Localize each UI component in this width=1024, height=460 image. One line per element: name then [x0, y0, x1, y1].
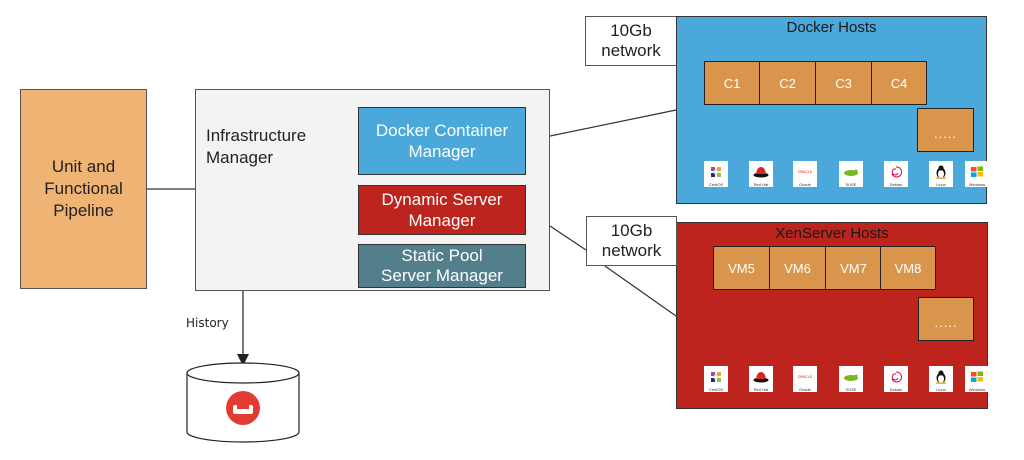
more-vms-slot: ..... — [918, 297, 974, 341]
os-logo-suse: SUSE — [839, 161, 863, 187]
os-logo-label: SUSE — [845, 182, 857, 187]
os-logo-linux: Linux — [929, 161, 953, 187]
infrastructure-manager-title: Infrastructure Manager — [206, 126, 307, 167]
oracle-logo-icon: ORACLE — [793, 161, 817, 182]
dynamic-server-manager-label: Dynamic Server Manager — [381, 190, 503, 230]
os-logo-label: Red Hat — [753, 182, 769, 187]
os-logo-windows: Windows — [965, 161, 989, 187]
centos-logo-icon — [704, 366, 728, 387]
oracle-logo-icon: ORACLE — [793, 366, 817, 387]
pipeline-label: Unit and Functional Pipeline — [44, 157, 123, 220]
vm-slot: VM8 — [880, 246, 936, 290]
vm-slot: VM5 — [713, 246, 770, 290]
os-logo-label: Debian — [889, 182, 903, 187]
os-logo-label: CentOS — [708, 387, 724, 392]
vm-slot: VM6 — [769, 246, 826, 290]
debian-logo-icon — [884, 161, 908, 182]
xenserver-hosts-box: XenServer Hosts VM5 VM6 VM7 VM8 ..... Ce… — [676, 222, 989, 409]
dynamic-server-manager-box: Dynamic Server Manager — [358, 185, 526, 235]
network-label-xenserver: 10Gb network — [586, 216, 677, 266]
container-slot: C3 — [815, 61, 872, 105]
container-slot: C1 — [704, 61, 760, 105]
os-logo-label: CentOS — [708, 182, 724, 187]
container-slot: C2 — [759, 61, 816, 105]
os-logo-oracle: ORACLE Oracle — [793, 161, 817, 187]
os-logo-label: SUSE — [845, 387, 857, 392]
os-logo-suse: SUSE — [839, 366, 863, 392]
network-label-text: 10Gb network — [601, 221, 662, 260]
static-pool-server-manager-label: Static Pool Server Manager — [381, 246, 503, 285]
os-logo-centos: CentOS — [704, 161, 728, 187]
redhat-logo-icon — [749, 366, 773, 387]
linux-tux-logo-icon — [929, 366, 953, 387]
static-pool-server-manager-box: Static Pool Server Manager — [358, 244, 526, 288]
docker-hosts-box: Docker Hosts C1 C2 C3 C4 ..... CentOS Red… — [676, 16, 989, 204]
more-containers-slot: ..... — [917, 108, 974, 152]
os-logo-linux: Linux — [929, 366, 953, 392]
os-logo-centos: CentOS — [704, 366, 728, 392]
network-label-text: 10Gb network — [601, 21, 661, 60]
svg-text:ORACLE: ORACLE — [798, 170, 813, 174]
couchbase-logo-icon — [226, 391, 260, 425]
os-logo-label: Red Hat — [753, 387, 769, 392]
svg-text:ORACLE: ORACLE — [798, 375, 813, 379]
debian-logo-icon — [884, 366, 908, 387]
docker-container-manager-label: Docker Container Manager — [375, 121, 509, 161]
history-database-cylinder — [186, 362, 300, 443]
os-logo-label: Linux — [936, 182, 946, 187]
network-label-docker: 10Gb network — [585, 16, 677, 66]
vm-slot: VM7 — [825, 246, 882, 290]
os-logo-windows: Windows — [965, 366, 989, 392]
os-logo-label: Windows — [968, 387, 986, 392]
xenserver-hosts-title: XenServer Hosts — [775, 225, 889, 242]
suse-logo-icon — [839, 366, 863, 387]
os-logo-red-hat: Red Hat — [749, 366, 773, 392]
os-logo-label: Linux — [936, 387, 946, 392]
history-label: History — [186, 316, 229, 330]
windows-logo-icon — [965, 161, 989, 182]
container-slot: C4 — [871, 61, 927, 105]
os-logo-label: Windows — [968, 182, 986, 187]
os-logo-red-hat: Red Hat — [749, 161, 773, 187]
docker-container-manager-box: Docker Container Manager — [358, 107, 526, 175]
unit-functional-pipeline-box: Unit and Functional Pipeline — [20, 89, 147, 289]
linux-tux-logo-icon — [929, 161, 953, 182]
suse-logo-icon — [839, 161, 863, 182]
os-logo-debian: Debian — [884, 161, 908, 187]
os-logo-label: Debian — [889, 387, 903, 392]
redhat-logo-icon — [749, 161, 773, 182]
centos-logo-icon — [704, 161, 728, 182]
os-logo-label: Oracle — [799, 182, 811, 187]
network-to-xen-hosts-connector — [604, 265, 677, 317]
os-logo-debian: Debian — [884, 366, 908, 392]
docker-hosts-title: Docker Hosts — [786, 19, 877, 36]
os-logo-label: Oracle — [799, 387, 811, 392]
os-logo-oracle: ORACLE Oracle — [793, 366, 817, 392]
windows-logo-icon — [965, 366, 989, 387]
